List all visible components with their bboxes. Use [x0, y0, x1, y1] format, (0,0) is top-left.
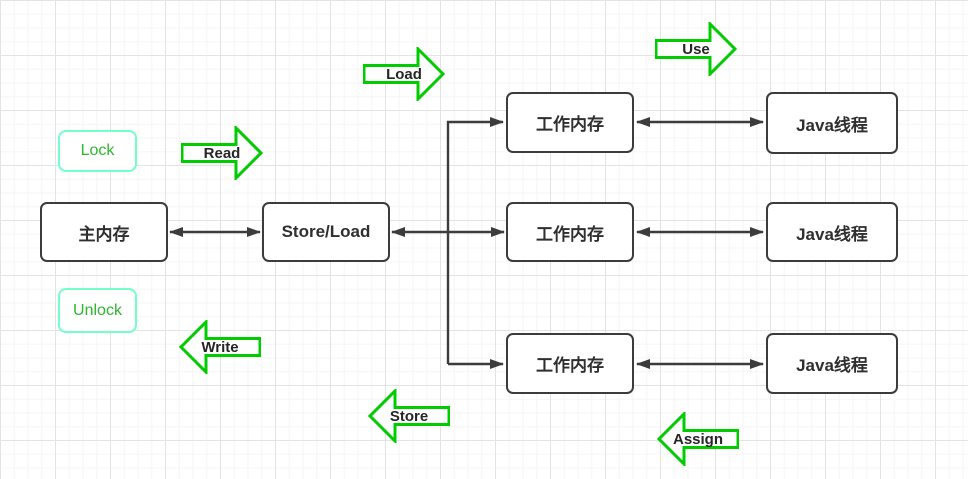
badge-unlock[interactable]: Unlock — [58, 288, 137, 333]
arrow-write[interactable]: Write — [179, 320, 261, 374]
node-java-thread-label: Java线程 — [796, 356, 868, 375]
edge-bus-workingmemory-top[interactable] — [446, 117, 504, 364]
left-block-arrow-icon — [368, 389, 450, 443]
right-block-arrow-icon — [363, 47, 445, 101]
node-working-memory-bottom[interactable]: 工作内存 — [506, 333, 634, 394]
left-block-arrow-icon — [179, 320, 261, 374]
arrow-load[interactable]: Load — [363, 47, 445, 101]
arrow-assign-label: Assign — [672, 430, 723, 448]
node-java-thread-middle[interactable]: Java线程 — [766, 202, 898, 262]
node-main-memory-label: 主内存 — [78, 224, 130, 244]
node-java-thread-label: Java线程 — [796, 224, 868, 244]
badge-lock-label: Lock — [80, 142, 115, 159]
node-main-memory[interactable]: 主内存 — [40, 202, 168, 262]
right-block-arrow-icon — [655, 22, 737, 76]
badge-unlock-label: Unlock — [73, 301, 122, 319]
node-store-load[interactable]: Store/Load — [262, 202, 390, 262]
node-java-thread-label: Java线程 — [796, 115, 868, 135]
arrow-write-label: Write — [201, 338, 239, 356]
arrow-load-label: Load — [386, 65, 422, 83]
arrow-store-label: Store — [389, 407, 429, 425]
right-block-arrow-icon — [181, 126, 263, 180]
node-working-memory-top[interactable]: 工作内存 — [506, 92, 634, 153]
node-working-memory-label: 工作内存 — [536, 115, 604, 134]
node-java-thread-bottom[interactable]: Java线程 — [766, 333, 898, 394]
arrow-use-label: Use — [682, 40, 710, 58]
arrow-read[interactable]: Read — [181, 126, 263, 180]
left-block-arrow-icon — [657, 412, 739, 466]
arrow-store[interactable]: Store — [368, 389, 450, 443]
node-working-memory-middle[interactable]: 工作内存 — [506, 202, 634, 262]
node-store-load-label: Store/Load — [281, 222, 371, 241]
node-java-thread-top[interactable]: Java线程 — [766, 92, 898, 154]
badge-lock[interactable]: Lock — [58, 130, 137, 172]
arrow-read-label: Read — [203, 144, 241, 162]
node-working-memory-label: 工作内存 — [536, 224, 604, 244]
node-working-memory-label: 工作内存 — [536, 356, 604, 375]
arrow-assign[interactable]: Assign — [657, 412, 739, 466]
arrow-use[interactable]: Use — [655, 22, 737, 76]
